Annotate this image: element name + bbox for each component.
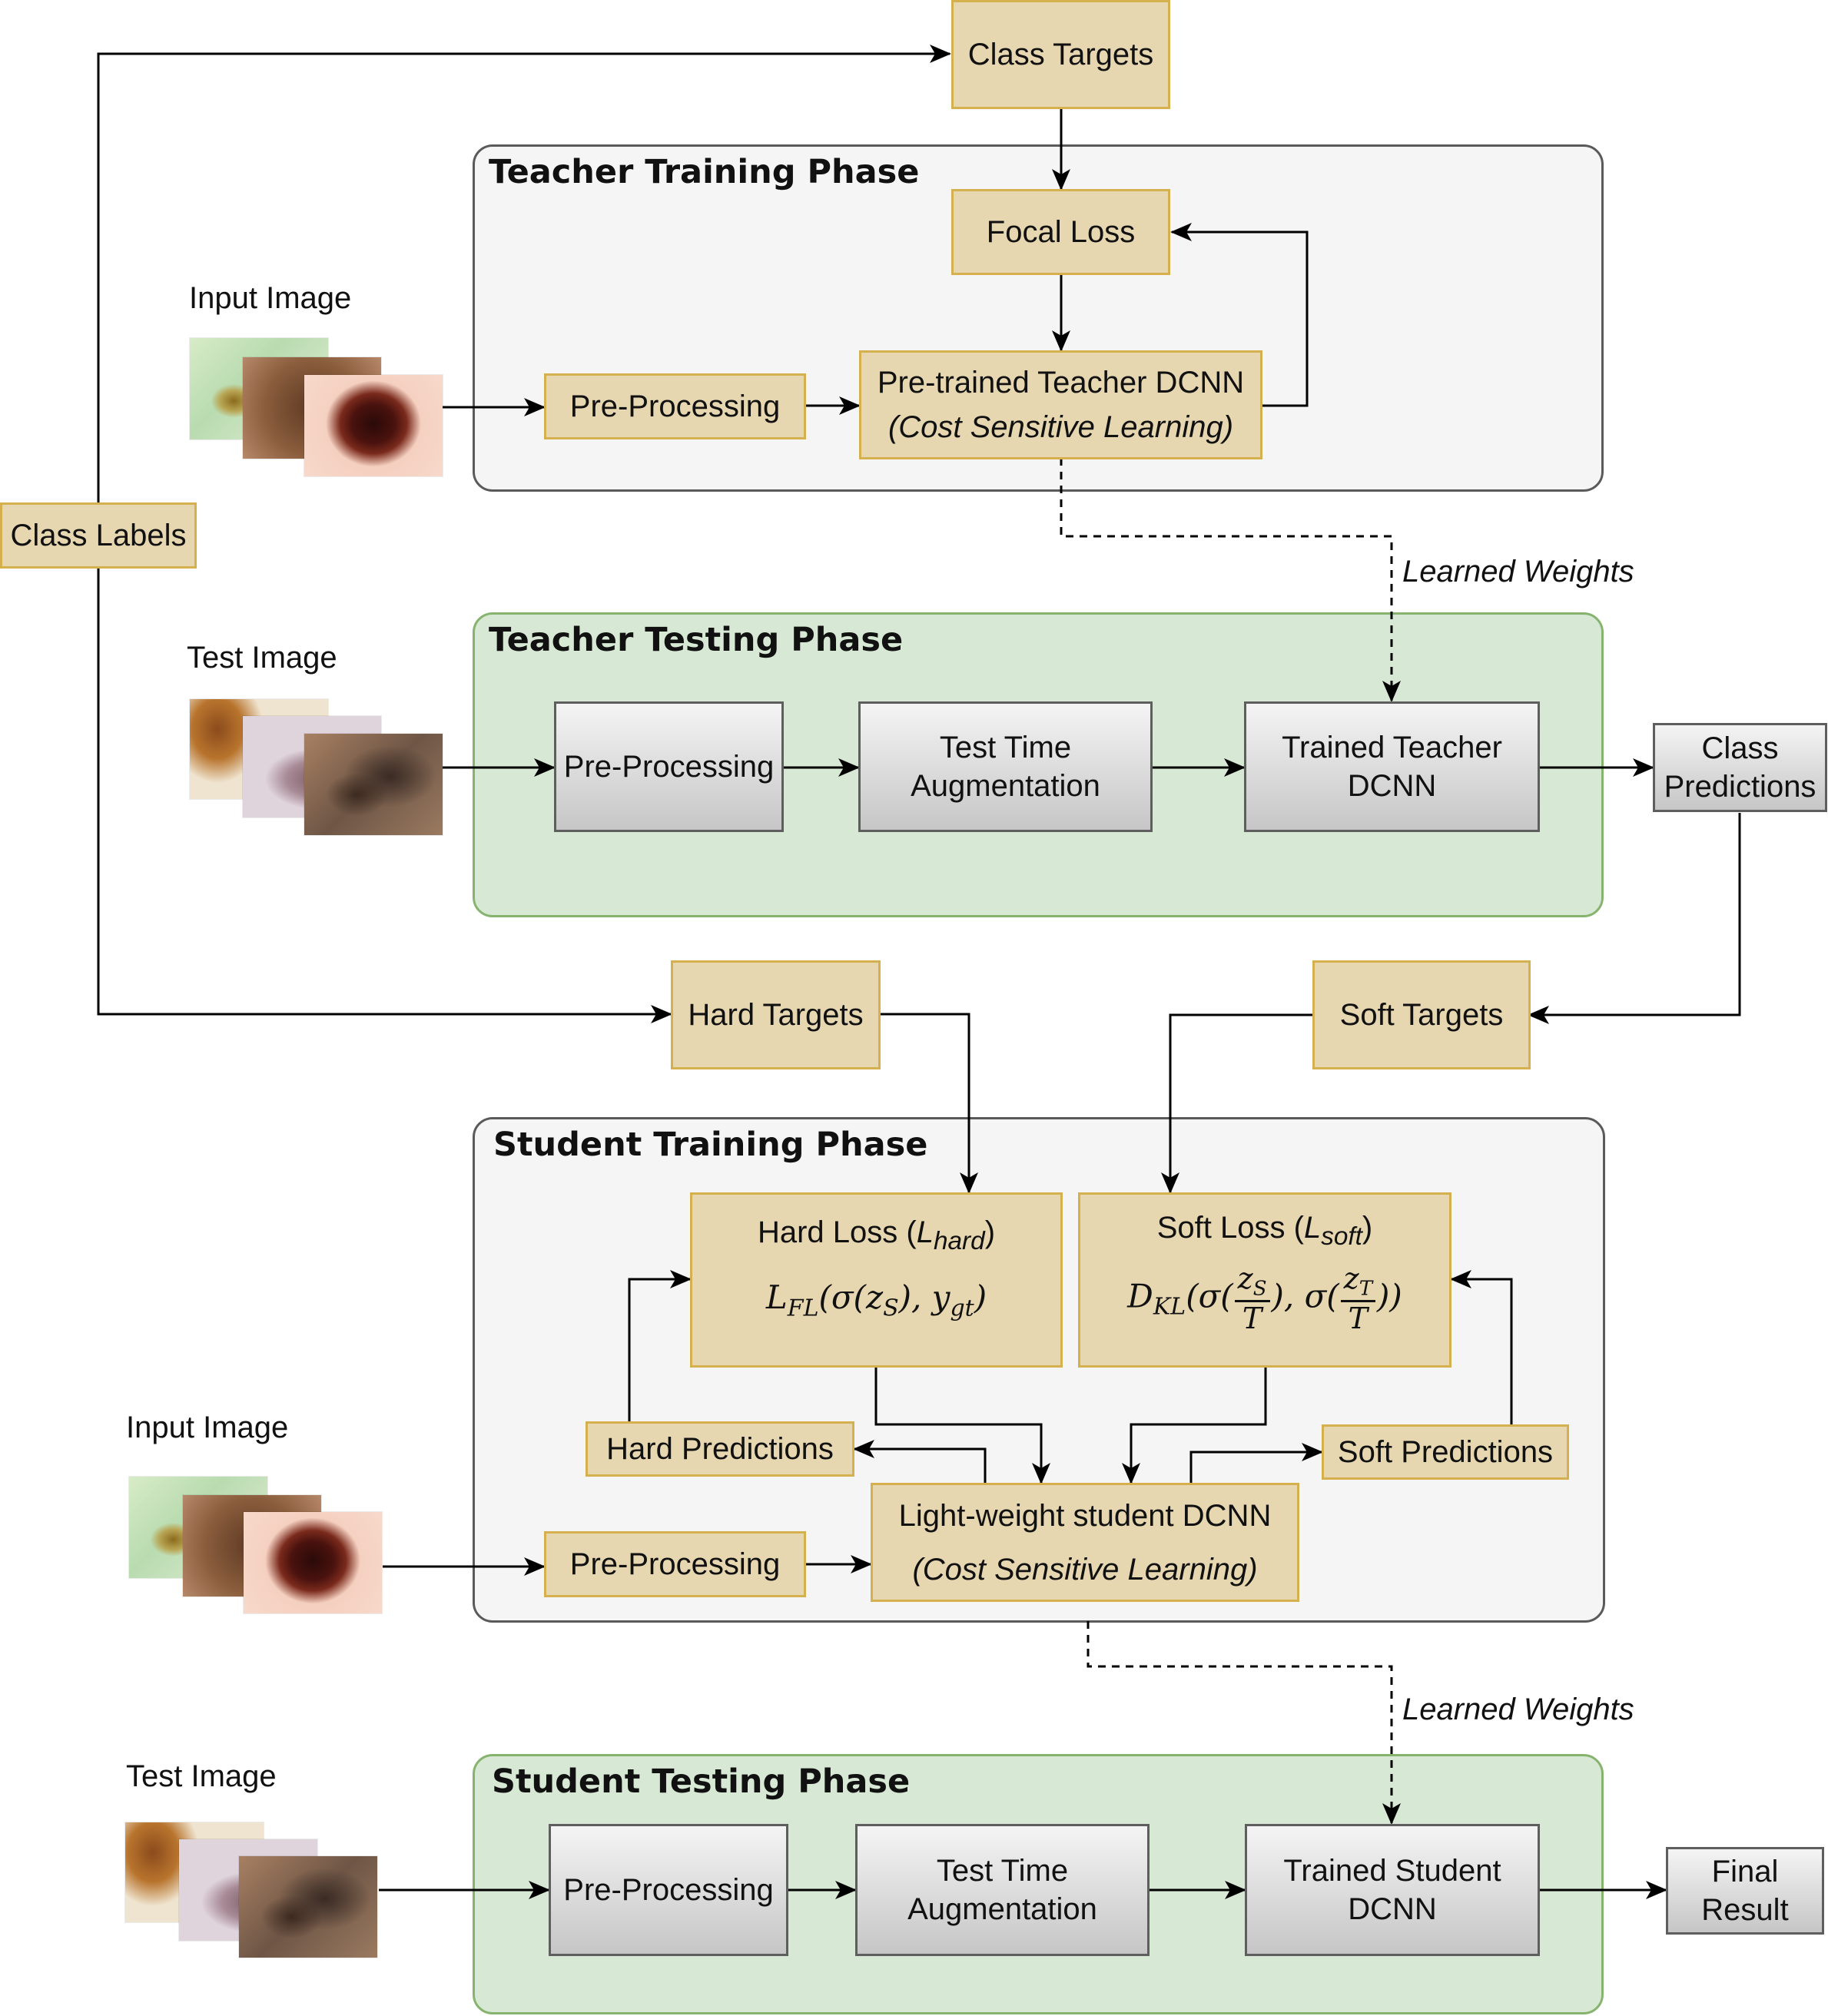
test-time-augmentation-node: Test Time Augmentation	[858, 701, 1153, 832]
arrow-labels-to-class-targets	[97, 45, 951, 502]
trained-teacher-dcnn-node: Trained Teacher DCNN	[1244, 701, 1540, 832]
hard-loss-title: Hard Loss (Lhard)	[757, 1215, 996, 1255]
class-targets-node: Class Targets	[951, 0, 1170, 109]
arrow-student-to-hard-pred	[853, 1440, 987, 1483]
test-image-label: Test Image	[187, 641, 337, 675]
lesion-thumb	[304, 734, 443, 835]
test-image-label: Test Image	[126, 1759, 277, 1793]
lesion-thumb	[239, 1856, 377, 1958]
lesion-thumb	[244, 1512, 382, 1613]
input-image-label: Input Image	[126, 1411, 289, 1444]
hard-loss-node: Hard Loss (Lhard) LFL(σ(zS), ygt)	[690, 1192, 1063, 1368]
lesion-thumb	[304, 375, 443, 476]
pre-processing-node: Pre-Processing	[544, 373, 806, 439]
arrow-hard-loss-to-student	[874, 1368, 1050, 1484]
soft-predictions-node: Soft Predictions	[1322, 1424, 1569, 1480]
focal-loss-node: Focal Loss	[951, 189, 1170, 275]
arrow-soft-pred-to-soft-loss	[1450, 1270, 1513, 1424]
pre-processing-node: Pre-Processing	[549, 1824, 788, 1956]
trained-student-dcnn-node: Trained Student DCNN	[1245, 1824, 1540, 1956]
student-dcnn-node: Light-weight student DCNN (Cost Sensitiv…	[871, 1483, 1299, 1602]
teacher-dcnn-node: Pre-trained Teacher DCNN (Cost Sensitive…	[859, 350, 1262, 459]
arrow-predictions-to-soft-targets	[1528, 813, 1741, 1024]
arrow-labels-to-hard-targets	[97, 569, 672, 1023]
teacher-training-phase-title: Teacher Training Phase	[489, 153, 920, 191]
final-result-node: Final Result	[1666, 1847, 1824, 1935]
arrow-soft-targets-to-soft-loss	[1161, 1013, 1312, 1194]
soft-targets-node: Soft Targets	[1312, 960, 1531, 1069]
hard-targets-node: Hard Targets	[671, 960, 881, 1069]
learned-weights-label: Learned Weights	[1402, 555, 1634, 589]
class-predictions-node: Class Predictions	[1653, 723, 1827, 812]
learned-weights-label: Learned Weights	[1402, 1693, 1634, 1726]
student-training-phase-title: Student Training Phase	[493, 1126, 928, 1164]
pre-processing-node: Pre-Processing	[554, 701, 784, 832]
class-labels-node: Class Labels	[0, 502, 197, 569]
soft-loss-title: Soft Loss (Lsoft)	[1156, 1211, 1373, 1251]
focal-loss-equation: LFL(σ(zS), ygt)	[765, 1278, 987, 1322]
arrow-hard-pred-to-hard-loss	[628, 1270, 692, 1421]
dashed-arrow-student-weights	[1087, 1621, 1401, 1825]
teacher-testing-phase-title: Teacher Testing Phase	[489, 621, 904, 659]
input-image-label: Input Image	[189, 281, 352, 315]
student-testing-phase-title: Student Testing Phase	[492, 1762, 911, 1801]
arrow-soft-loss-to-student	[1122, 1368, 1267, 1484]
arrow-teacher-feedback	[1170, 223, 1309, 407]
test-time-augmentation-node: Test Time Augmentation	[855, 1824, 1150, 1956]
hard-predictions-node: Hard Predictions	[586, 1421, 854, 1477]
pre-processing-node: Pre-Processing	[544, 1531, 806, 1597]
arrow-hard-targets-to-hard-loss	[881, 1013, 978, 1194]
arrow-student-to-soft-pred	[1189, 1443, 1323, 1483]
dashed-arrow-teacher-weights	[1060, 458, 1401, 702]
